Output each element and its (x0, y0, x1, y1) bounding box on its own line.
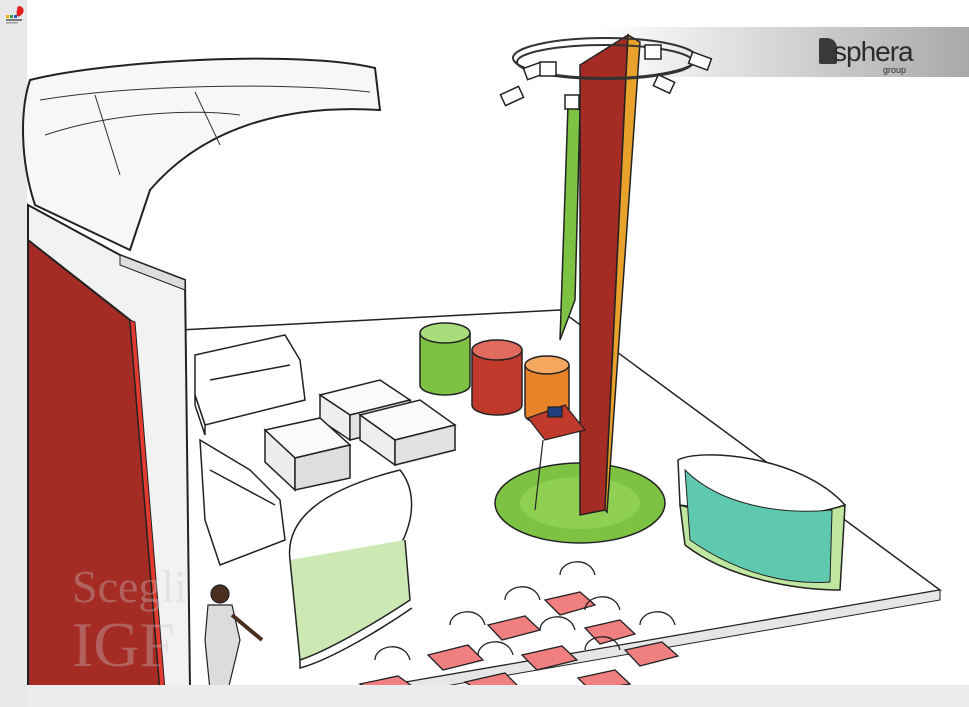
laptop-desk (527, 404, 587, 511)
chair (543, 561, 597, 616)
brand-logo: sphera group (819, 34, 939, 78)
brand-name: sphera (833, 36, 914, 67)
brand-subtitle: group (883, 65, 907, 75)
bottom-strip (27, 685, 969, 707)
sofa-front (199, 438, 286, 566)
coffee-table (263, 417, 352, 492)
chair (520, 616, 579, 671)
corner-logo (4, 4, 26, 26)
ceiling-canopy (22, 57, 382, 252)
chair (426, 611, 486, 671)
person-figure (204, 584, 264, 691)
sofa-back (194, 334, 306, 436)
spotlights (499, 44, 713, 110)
reception-counter-left (288, 469, 413, 669)
ottoman-2 (358, 399, 457, 467)
totem-column (559, 33, 641, 516)
leaf-logo-icon (6, 6, 24, 24)
chair (623, 611, 680, 667)
stool-red (471, 339, 523, 416)
glass-counter-right (677, 454, 847, 591)
brand-mark-icon (819, 38, 837, 64)
watermark-line-1: Scegli (72, 561, 187, 612)
watermark-line-2: IGF (72, 609, 176, 680)
stool-green (419, 322, 471, 396)
